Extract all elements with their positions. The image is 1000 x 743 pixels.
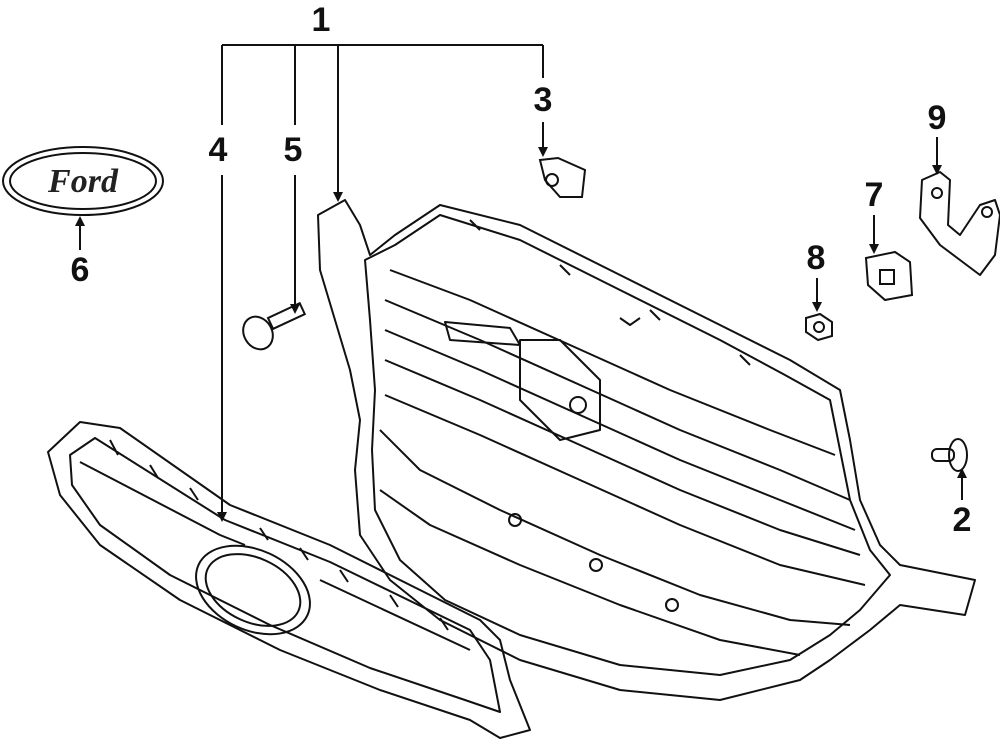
callout-3: 3 bbox=[533, 81, 553, 119]
bracket-9 bbox=[919, 171, 1000, 276]
callout-9: 9 bbox=[927, 99, 947, 137]
callout-1-leaders bbox=[217, 44, 548, 522]
retainer-7 bbox=[864, 250, 914, 302]
nut-8 bbox=[805, 312, 833, 342]
ford-oval-emblem bbox=[2, 146, 164, 216]
push-pin-2 bbox=[931, 438, 968, 472]
callout-5: 5 bbox=[283, 131, 303, 169]
callout-7: 7 bbox=[864, 176, 884, 214]
callout-4: 4 bbox=[208, 131, 228, 169]
callout-8: 8 bbox=[806, 239, 826, 277]
grille-assembly bbox=[317, 199, 976, 701]
bolt-5 bbox=[242, 301, 307, 351]
callout-6: 6 bbox=[70, 251, 90, 289]
clip-3 bbox=[538, 156, 587, 198]
ford-emblem-text: Ford bbox=[48, 163, 118, 200]
callout-1: 1 bbox=[311, 1, 331, 39]
lower-grille-trim bbox=[47, 421, 531, 739]
leader-arrows bbox=[75, 137, 967, 500]
callout-2: 2 bbox=[952, 501, 972, 539]
